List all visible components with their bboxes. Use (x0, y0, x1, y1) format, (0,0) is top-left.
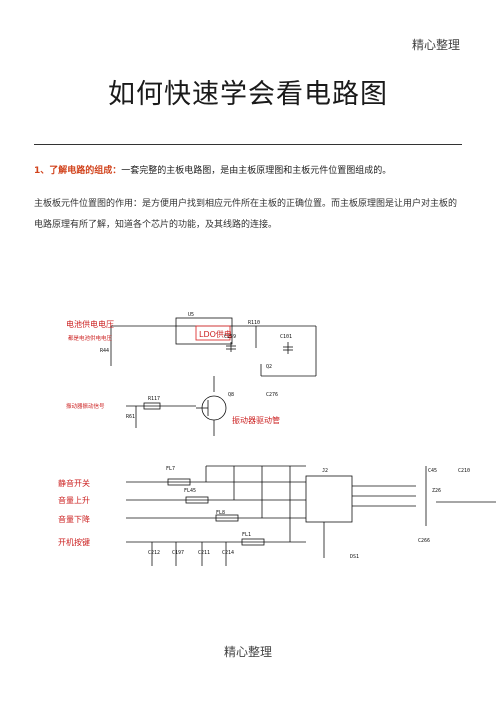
q8-label: Q8 (228, 392, 234, 398)
z26-label: Z26 (432, 488, 441, 494)
mute-annotation: 静音开关 (58, 478, 90, 488)
power-key-annotation: 开机按键 (58, 537, 90, 547)
fl7-label: FL7 (166, 466, 175, 472)
vibrator-drive-annotation: 振动器驱动管 (232, 415, 280, 425)
j2-label: J2 (322, 468, 328, 474)
u5-label: U5 (188, 312, 194, 318)
battery-annotation: 电池供电电压 (66, 319, 114, 329)
vibrator-signal-annotation: 振动器振动信号 (66, 402, 105, 410)
intro-paragraph: 1、了解电路的组成：一套完整的主板电路图，是由主板原理图和主板元件位置图组成的。 (34, 164, 464, 178)
c197-label: C197 (172, 550, 184, 556)
intro-sentence: 一套完整的主板电路图，是由主板原理图和主板元件位置图组成的。 (121, 166, 392, 176)
page-title: 如何快速学会看电路图 (108, 79, 388, 110)
c212-label: C212 (148, 550, 160, 556)
c214-label: C214 (222, 550, 234, 556)
page-footer: 精心整理 (223, 645, 272, 659)
c211-label: C211 (198, 550, 210, 556)
ldo-annotation: LDO供电 (199, 329, 232, 339)
r110-label: R110 (248, 320, 260, 326)
c276-label: C276 (266, 392, 278, 398)
r44-label: R44 (100, 348, 109, 354)
c266-label: C266 (418, 538, 430, 544)
fl1-label: FL1 (242, 532, 251, 538)
body-paragraph: 主板板元件位置图的作用：是方便用户找到相应元件所在主板的正确位置。而主板原理图是… (34, 199, 458, 230)
c210-label: C210 (458, 468, 470, 474)
title-divider (34, 144, 462, 145)
r117-label: R117 (148, 396, 160, 402)
battery-sub-annotation: 都是电池供电电压 (68, 334, 113, 342)
r61-label: R61 (126, 414, 135, 420)
vol-down-annotation: 音量下降 (58, 514, 90, 524)
vol-up-annotation: 音量上升 (58, 495, 90, 505)
c101-label: C101 (280, 334, 292, 340)
j2-connector (305, 475, 353, 523)
u5-chip (175, 317, 233, 345)
fl8-label: FL8 (216, 510, 225, 516)
q2-label: Q2 (266, 364, 272, 370)
c259-label: C259 (224, 334, 236, 340)
c45-label: C45 (428, 468, 437, 474)
ds1-label: DS1 (350, 554, 359, 560)
circuit-schematic: U5 LDO供电 R110 C259 C101 电池供电电压 都是电池供电电压 … (58, 312, 496, 566)
intro-heading: 1、了解电路的组成： (34, 166, 122, 176)
fl45-label: FL45 (184, 488, 196, 494)
page-header: 精心整理 (411, 38, 460, 52)
ldo-highlight (195, 325, 231, 341)
